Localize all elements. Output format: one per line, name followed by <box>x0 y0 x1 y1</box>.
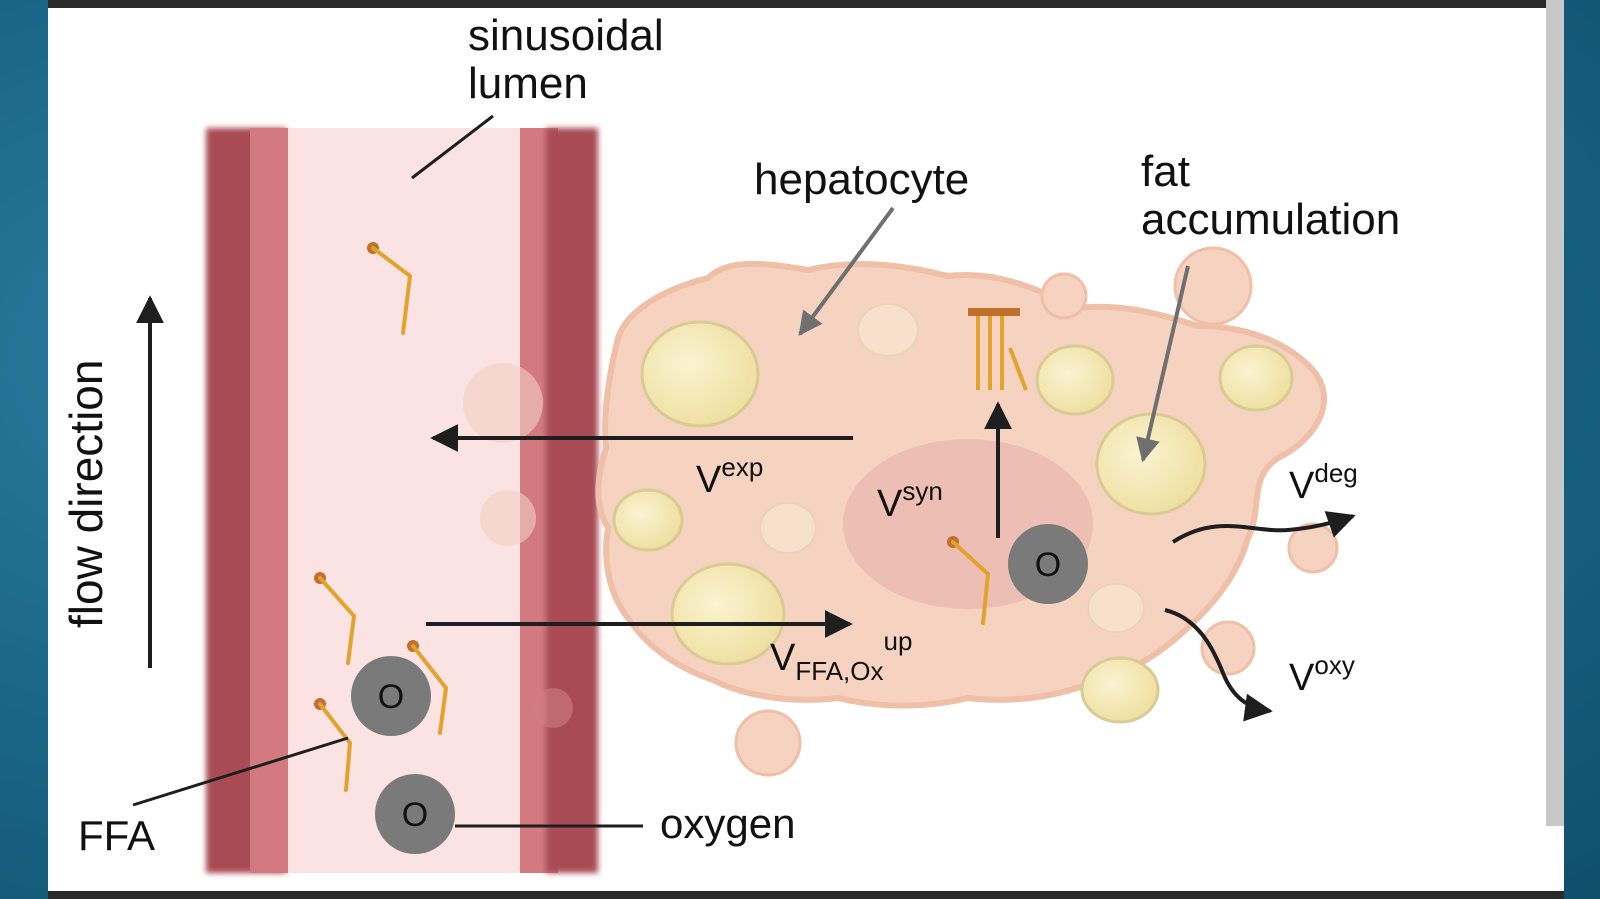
lumen-label: lumen <box>468 59 588 108</box>
oxygen-molecule: O <box>1008 524 1088 604</box>
rate-uptake-label: VFFA,Oxup <box>770 626 912 686</box>
window-top-bar <box>48 0 1564 8</box>
oxygen-label: oxygen <box>660 800 795 847</box>
accumulation-label: accumulation <box>1141 195 1400 244</box>
rate-v: V <box>877 483 903 525</box>
rate-deg-label: Vdeg <box>1289 458 1358 507</box>
oxygen-symbol: O <box>1035 546 1061 584</box>
ffa-molecule <box>314 572 357 665</box>
oxygen-molecule: O <box>351 656 431 736</box>
rate-exp-sup: exp <box>721 452 763 482</box>
rate-exp-label: Vexp <box>696 452 763 501</box>
sinusoid-vessel <box>206 128 598 873</box>
hepatocyte-leader <box>798 206 895 336</box>
svg-text:Vexp: Vexp <box>696 452 763 501</box>
rate-oxy-sup: oxy <box>1314 650 1354 680</box>
degradation-arrow <box>1171 511 1356 544</box>
window-bottom-bar <box>48 891 1564 899</box>
ffa-leader <box>132 736 349 807</box>
fat-leader <box>1136 265 1190 463</box>
rate-v: V <box>1289 657 1315 699</box>
lipid-droplets <box>612 303 1294 724</box>
rate-arrows <box>136 295 1356 722</box>
ffa-molecule <box>367 242 413 335</box>
rate-syn-sup: syn <box>902 476 942 506</box>
rate-v: V <box>1289 465 1315 507</box>
rate-oxy-label: Voxy <box>1289 650 1355 699</box>
ffa-label: FFA <box>78 812 155 859</box>
ffa-molecules <box>314 242 991 792</box>
oxygen-symbol: O <box>378 678 404 716</box>
rate-up-sub: FFA,Ox <box>795 656 883 686</box>
hepatocyte-label: hepatocyte <box>754 155 969 204</box>
rate-deg-sup: deg <box>1314 458 1357 488</box>
lumen-leader <box>411 114 494 180</box>
scrollbar[interactable] <box>1546 0 1564 826</box>
sinusoidal-label: sinusoidal <box>468 11 664 60</box>
rate-v: V <box>696 459 722 501</box>
leader-lines <box>132 114 1190 828</box>
triglyceride-icon <box>968 308 1028 391</box>
oxygen-molecule: O <box>375 774 455 854</box>
ffa-molecule <box>947 536 991 625</box>
oxygen-symbol: O <box>402 796 428 834</box>
fat-label: fat <box>1141 147 1190 196</box>
ffa-molecule <box>314 698 353 792</box>
svg-text:Voxy: Voxy <box>1289 650 1355 699</box>
svg-text:VFFA,Oxup: VFFA,Oxup <box>770 626 912 686</box>
svg-text:Vdeg: Vdeg <box>1289 458 1358 507</box>
rate-syn-label: Vsyn <box>877 476 943 525</box>
ffa-molecule <box>407 640 449 735</box>
liver-sinusoid-diagram: O O O sinusoidal lumen hepatocyte fat ac… <box>60 11 1400 873</box>
rate-up-sup: up <box>883 626 912 656</box>
rate-v: V <box>770 637 796 679</box>
svg-text:Vsyn: Vsyn <box>877 476 943 525</box>
flow-direction-label: flow direction <box>60 360 112 628</box>
slide-canvas: O O O sinusoidal lumen hepatocyte fat ac… <box>48 8 1564 891</box>
oxidation-arrow <box>1164 608 1273 722</box>
